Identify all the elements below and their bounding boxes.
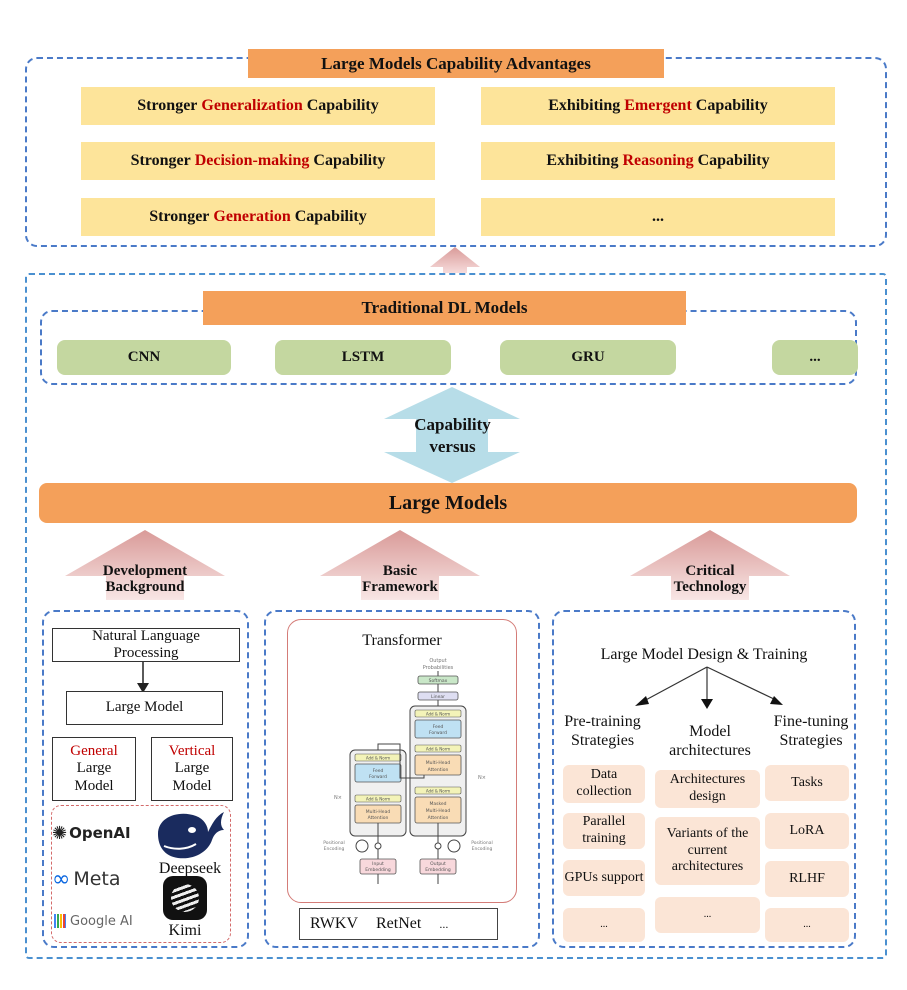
svg-text:Output: Output — [430, 861, 446, 867]
advantage-item: Stronger Generation Capability — [81, 198, 435, 236]
traditional-item-gru: GRU — [500, 340, 676, 375]
svg-text:Probabilities: Probabilities — [423, 665, 454, 671]
transformer-diagram: Output Probabilities Softmax Linear Add … — [323, 658, 493, 884]
down-arrow-icon — [137, 662, 149, 693]
transformer-panel — [287, 619, 517, 903]
tech-item: ... — [563, 908, 645, 942]
svg-text:Positional: Positional — [471, 840, 493, 846]
google-dots-icon — [54, 914, 66, 928]
double-arrow-icon — [384, 387, 520, 483]
tech-item: Variants of the current architectures — [655, 817, 760, 885]
logos-panel — [51, 805, 231, 943]
technology-panel — [552, 610, 856, 948]
tech-item: Data collection — [563, 765, 645, 803]
nlp-box: Natural Language Processing — [52, 628, 240, 662]
advantage-item: Exhibiting Reasoning Capability — [481, 142, 835, 180]
framework-panel — [264, 610, 540, 948]
svg-text:N×: N× — [334, 795, 342, 801]
tech-item: Parallel training — [563, 813, 645, 849]
svg-text:Multi-Head: Multi-Head — [366, 809, 391, 815]
advantage-item: ... — [481, 198, 835, 236]
svg-text:Attention: Attention — [428, 767, 449, 773]
svg-text:Positional: Positional — [323, 840, 345, 846]
vertical-large-model-box: Vertical Large Model — [151, 737, 233, 801]
svg-text:Encoding: Encoding — [472, 846, 493, 852]
advantage-item: Stronger Generalization Capability — [81, 87, 435, 125]
up-arrow-icon — [430, 247, 480, 273]
large-model-box: Large Model — [66, 691, 223, 725]
svg-text:Add & Norm: Add & Norm — [366, 756, 390, 761]
tech-item: ... — [655, 897, 760, 933]
alt-retnet: RetNet — [376, 915, 422, 932]
svg-text:Attention: Attention — [428, 815, 449, 821]
tech-item: GPUs support — [563, 860, 645, 896]
advantage-item: Stronger Decision-making Capability — [81, 142, 435, 180]
svg-text:Attention: Attention — [368, 815, 389, 821]
svg-text:Add & Norm: Add & Norm — [426, 747, 450, 752]
output-probs-label: Output — [429, 658, 446, 664]
alt-more: ... — [439, 916, 449, 931]
transformer-title: Transformer — [362, 632, 442, 649]
traditional-item-cnn: CNN — [57, 340, 231, 375]
tech-item: ... — [765, 908, 849, 942]
pillar-arrow-icon — [630, 530, 790, 600]
svg-text:Add & Norm: Add & Norm — [426, 789, 450, 794]
advantage-item: Exhibiting Emergent Capability — [481, 87, 835, 125]
svg-text:Multi-Head: Multi-Head — [426, 760, 451, 766]
traditional-item-more: ... — [772, 340, 858, 375]
large-models-bar: Large Models — [39, 483, 857, 523]
branch-arrows-icon — [635, 666, 783, 709]
kimi-label: Kimi — [168, 922, 202, 939]
advantages-title: Large Models Capability Advantages — [248, 49, 664, 78]
svg-text:Forward: Forward — [429, 730, 447, 736]
main-panel — [25, 273, 887, 959]
alternatives-box: RWKV RetNet ... — [299, 908, 498, 940]
kimi-icon — [163, 876, 207, 920]
svg-text:Masked: Masked — [429, 801, 446, 807]
google-ai-logo: Google AI — [54, 911, 133, 931]
svg-text:Feed: Feed — [373, 768, 384, 774]
tech-item: RLHF — [765, 861, 849, 897]
svg-text:Add & Norm: Add & Norm — [426, 712, 450, 717]
pillar-arrow-icon — [320, 530, 480, 600]
tech-item: Tasks — [765, 765, 849, 801]
svg-text:Multi-Head: Multi-Head — [426, 808, 451, 814]
meta-logo: ∞Meta — [52, 866, 121, 892]
svg-text:N×: N× — [478, 775, 486, 781]
tech-item: Architectures design — [655, 770, 760, 808]
background-panel — [42, 610, 249, 948]
svg-text:Forward: Forward — [369, 774, 387, 780]
traditional-title: Traditional DL Models — [203, 291, 686, 325]
deepseek-label: Deepseek — [158, 860, 222, 877]
svg-text:Embedding: Embedding — [425, 867, 451, 873]
svg-text:Feed: Feed — [433, 724, 444, 730]
pillar-arrow-icon — [65, 530, 225, 600]
svg-text:Add & Norm: Add & Norm — [366, 797, 390, 802]
meta-infinity-icon: ∞ — [52, 866, 71, 892]
svg-text:Softmax: Softmax — [429, 678, 448, 684]
technology-title: Large Model Design & Training — [600, 646, 808, 663]
svg-text:Encoding: Encoding — [324, 846, 345, 852]
deepseek-whale-icon — [158, 812, 224, 859]
svg-text:Embedding: Embedding — [365, 867, 391, 873]
svg-text:Input: Input — [372, 861, 384, 867]
alt-rwkv: RWKV — [310, 915, 358, 932]
traditional-item-lstm: LSTM — [275, 340, 451, 375]
svg-text:Linear: Linear — [431, 694, 445, 700]
general-large-model-box: General Large Model — [52, 737, 136, 801]
openai-logo: ✺OpenAI — [52, 822, 131, 844]
tech-item: LoRA — [765, 813, 849, 849]
openai-icon: ✺ — [52, 822, 68, 844]
